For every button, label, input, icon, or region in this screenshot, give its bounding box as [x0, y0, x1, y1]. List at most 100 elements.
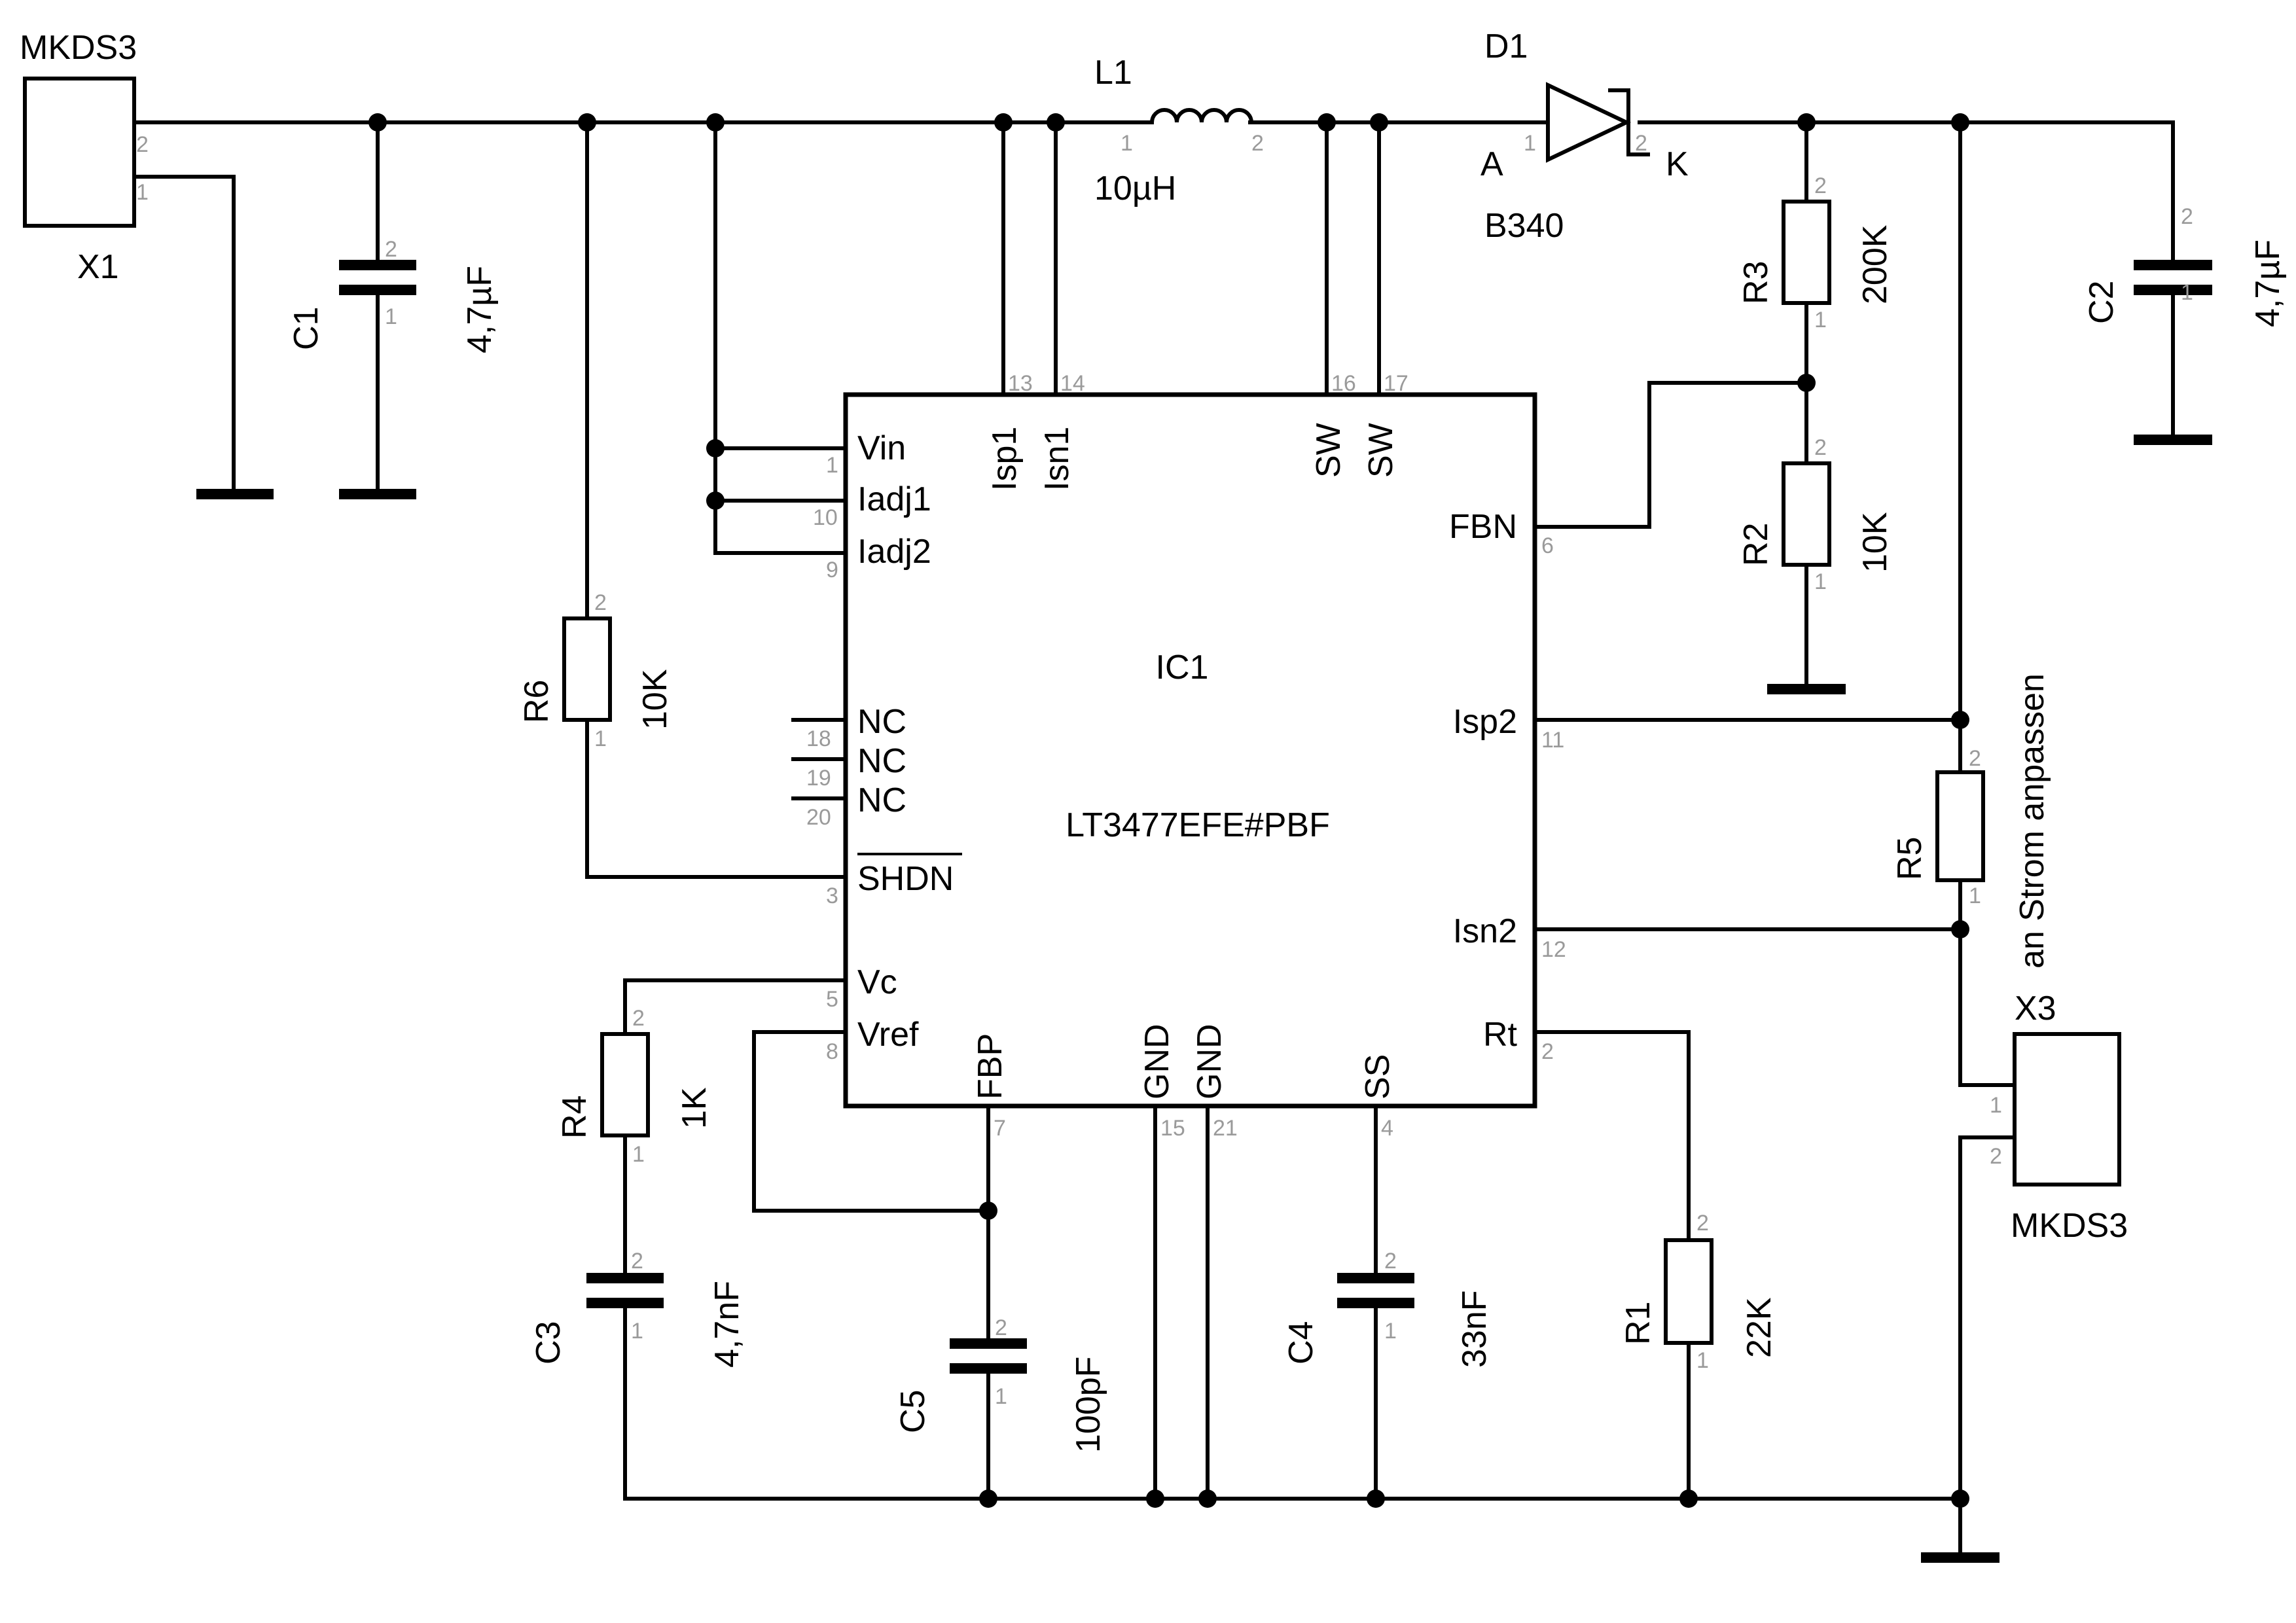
capacitor-c3-value: 4,7nF	[708, 1281, 746, 1368]
capacitor-c5: 2 1 C5 100pF	[894, 1315, 1107, 1453]
resistor-r4-pin2: 2	[632, 1006, 645, 1031]
resistor-r5-note: an Strom anpassen	[2013, 673, 2051, 969]
resistor-r1-value: 22K	[1740, 1297, 1778, 1358]
junction-dot	[1146, 1489, 1164, 1508]
ic1-pin-vref-label: Vref	[857, 1016, 919, 1054]
resistor-r6: 2 1 R6 10K	[518, 590, 674, 751]
ic1: IC1 LT3477EFE#PBF Vin 1 Iadj1 10 Iadj2 9…	[806, 371, 1566, 1141]
ic1-pin-sw16-label: SW	[1310, 423, 1348, 478]
ic1-pin-gnd15-label: GND	[1138, 1024, 1176, 1099]
capacitor-c4-value: 33nF	[1456, 1290, 1494, 1368]
junction-dot	[994, 113, 1013, 132]
junction-dot	[979, 1202, 997, 1220]
ic1-pin-fbn-num: 6	[1541, 533, 1554, 558]
ic1-pin-iadj2-num: 9	[826, 558, 838, 582]
resistor-r3-value: 200K	[1856, 224, 1894, 304]
connector-x1-pin1: 1	[136, 180, 149, 205]
capacitor-c3-pin1: 1	[631, 1319, 643, 1344]
inductor-l1-coil	[1149, 108, 1254, 125]
ic1-pin-fbn-label: FBN	[1449, 508, 1517, 546]
ic1-pin-gnd21-label: GND	[1191, 1024, 1229, 1099]
resistor-r3-name: R3	[1737, 261, 1775, 304]
connector-x3-type: MKDS3	[2011, 1207, 2128, 1245]
inductor-l1: L1 10µH 1 2	[1094, 54, 1264, 207]
capacitor-c4-pin1: 1	[1384, 1319, 1397, 1344]
connector-x1-name: X1	[77, 248, 119, 286]
connector-x3-body	[2013, 1032, 2121, 1186]
resistor-r2: 2 1 R2 10K	[1737, 435, 1894, 594]
junction-dot	[1370, 113, 1388, 132]
resistor-r5-body	[1935, 770, 1985, 882]
capacitor-c1-name: C1	[287, 307, 325, 350]
resistor-r2-value: 10K	[1856, 512, 1894, 573]
ic1-pin-shdn-label: SHDN	[857, 860, 954, 898]
ic1-pin-isn2-num: 12	[1541, 937, 1566, 962]
inductor-l1-value: 10µH	[1094, 169, 1176, 207]
resistor-r3-pin1: 1	[1814, 308, 1827, 332]
ground-symbols	[196, 435, 2212, 1563]
capacitor-c2-pin1: 1	[2181, 280, 2193, 305]
ic1-pin-fbp-num: 7	[994, 1116, 1006, 1141]
ic1-body	[843, 392, 1537, 1109]
ic1-pin-isp1-num: 13	[1008, 371, 1033, 396]
connector-x1-body	[23, 77, 136, 228]
resistor-r6-pin1: 1	[594, 726, 607, 751]
ic1-pin-isp1-label: Isp1	[986, 427, 1024, 491]
capacitor-c3-pin2: 2	[631, 1249, 643, 1274]
capacitor-c5-name: C5	[894, 1390, 932, 1433]
ic1-pin-nc20-label: NC	[857, 781, 906, 819]
ic1-pin-shdn-num: 3	[826, 883, 838, 908]
resistor-r3-body	[1782, 200, 1831, 305]
connector-x1-pin2: 2	[136, 132, 149, 157]
ic1-pin-nc18-num: 18	[806, 726, 831, 751]
ic1-pin-nc18-label: NC	[857, 703, 906, 741]
ic1-pin-gnd21-num: 21	[1213, 1116, 1238, 1141]
resistor-r6-pin2: 2	[594, 590, 607, 615]
resistor-r5-pin1: 1	[1969, 883, 1981, 908]
diode-d1-cathode-label: K	[1666, 145, 1689, 183]
capacitor-c1-pin2: 2	[385, 237, 397, 262]
junction-dot	[1198, 1489, 1217, 1508]
resistor-r4-name: R4	[556, 1096, 594, 1139]
diode-d1-pin2: 2	[1635, 131, 1647, 156]
ic1-pin-iadj1-label: Iadj1	[857, 480, 931, 518]
junction-dot	[368, 113, 387, 132]
capacitor-c3: 2 1 C3 4,7nF	[529, 1249, 746, 1368]
connector-x3-pin2: 2	[1990, 1144, 2002, 1169]
junction-dot	[706, 439, 725, 457]
capacitor-c5-value: 100pF	[1069, 1357, 1107, 1453]
diode-d1-cathode-bar	[1608, 88, 1650, 156]
ic1-pin-vin-num: 1	[826, 453, 838, 478]
connector-x1-type: MKDS3	[20, 29, 137, 67]
junction-dot	[706, 491, 725, 510]
inductor-l1-pin2: 2	[1251, 131, 1264, 156]
capacitor-c1: 2 1 C1 4,7µF	[287, 237, 499, 353]
capacitor-c3-name: C3	[529, 1321, 567, 1364]
ic1-pin-ss-num: 4	[1381, 1116, 1393, 1141]
ic1-pin-vref-num: 8	[826, 1039, 838, 1064]
resistor-r2-name: R2	[1737, 523, 1775, 566]
capacitor-c4: 2 1 C4 33nF	[1282, 1249, 1494, 1368]
resistor-r2-pin2: 2	[1814, 435, 1827, 460]
resistor-r6-name: R6	[518, 680, 556, 723]
ic1-pin-vc-label: Vc	[857, 963, 897, 1001]
resistor-r5-pin2: 2	[1969, 746, 1981, 771]
resistor-r5-name: R5	[1891, 837, 1929, 880]
ic1-pin-nc19-num: 19	[806, 766, 831, 791]
resistor-r1-name: R1	[1619, 1302, 1657, 1345]
ic1-pin-sw17-label: SW	[1362, 423, 1400, 478]
ic1-pin-vin-label: Vin	[857, 429, 906, 467]
junction-dot	[578, 113, 596, 132]
ic1-pin-ss-label: SS	[1359, 1054, 1397, 1099]
capacitor-c2: 2 1 C2 4,7µF	[2083, 204, 2287, 327]
wires	[132, 120, 2175, 1554]
resistor-r1: 2 1 R1 22K	[1619, 1211, 1778, 1373]
ic1-pin-rt-num: 2	[1541, 1039, 1554, 1064]
diode-d1: D1 A K B340 1 2	[1480, 27, 1689, 245]
capacitor-c4-name: C4	[1282, 1321, 1320, 1364]
resistor-r5: 2 1 R5 an Strom anpassen	[1891, 673, 2051, 969]
connector-x3-pin1: 1	[1990, 1093, 2002, 1118]
capacitor-c5-pin1: 1	[995, 1384, 1007, 1409]
junction-dot	[1318, 113, 1336, 132]
